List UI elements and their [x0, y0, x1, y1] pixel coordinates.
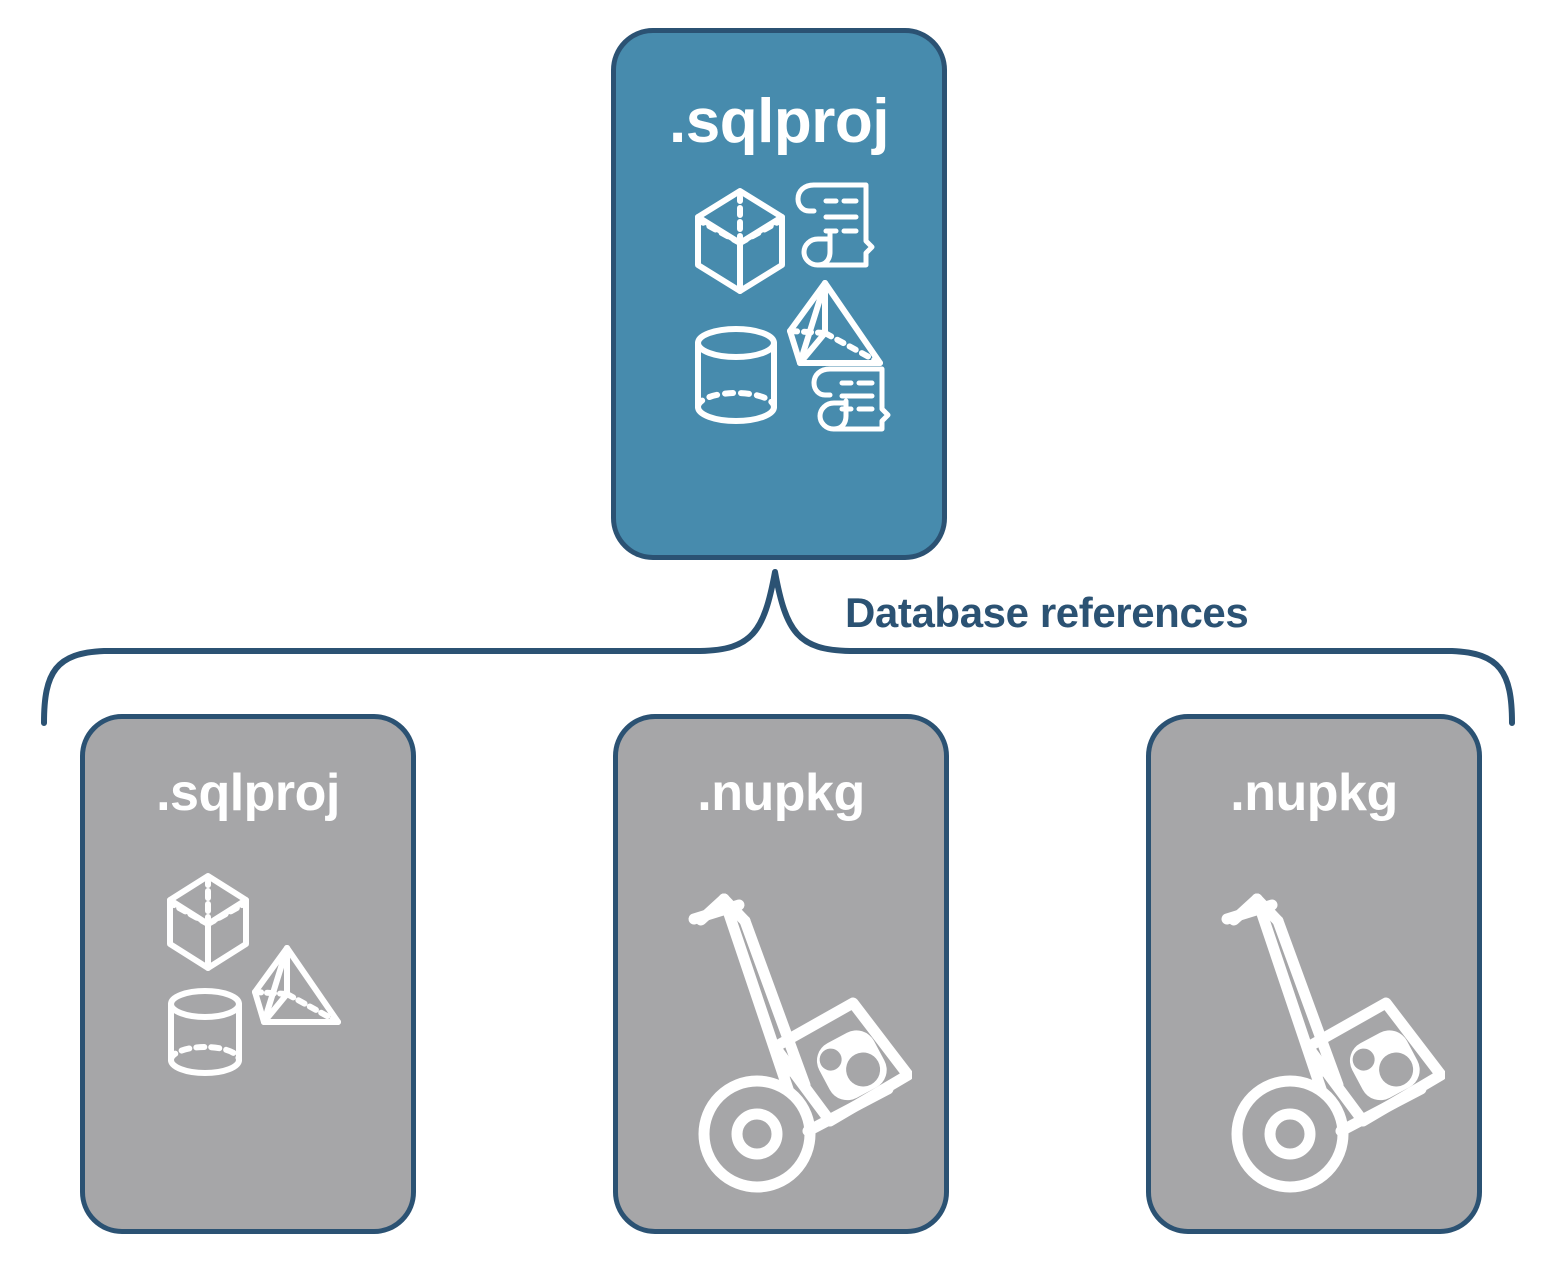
child-sqlproj-icon-cluster: [160, 864, 360, 1094]
child-node-nupkg-2[interactable]: .nupkg: [1146, 714, 1482, 1234]
child-node-nupkg-1[interactable]: .nupkg: [613, 714, 949, 1234]
child-node-nupkg-2-label: .nupkg: [1230, 764, 1398, 822]
hand-truck-wheel: [1231, 1075, 1349, 1193]
curly-brace-icon: [41, 569, 1515, 726]
hand-truck-nuget-package-icon: [1221, 893, 1447, 1193]
pyramid-icon: [252, 945, 341, 1025]
parent-node-label: .sqlproj: [669, 87, 889, 156]
child-nupkg-1-icon: [660, 869, 914, 1199]
hand-truck-nuget-package-icon: [688, 893, 914, 1193]
nuget-logo-icon: [776, 1030, 887, 1101]
child-node-sqlproj-label: .sqlproj: [156, 764, 340, 822]
hand-truck-wheel: [698, 1075, 816, 1193]
nuget-logo-cutouts: [1352, 1048, 1414, 1087]
cube-icon: [167, 873, 249, 971]
nuget-logo-cutouts: [819, 1048, 881, 1087]
child-nupkg-2-icon: [1193, 869, 1447, 1199]
child-node-sqlproj[interactable]: .sqlproj: [80, 714, 416, 1234]
nuget-logo-icon: [1309, 1030, 1420, 1101]
cylinder-icon: [168, 988, 242, 1076]
connector-label: Database references: [845, 589, 1249, 636]
child-node-nupkg-1-label: .nupkg: [697, 764, 865, 822]
